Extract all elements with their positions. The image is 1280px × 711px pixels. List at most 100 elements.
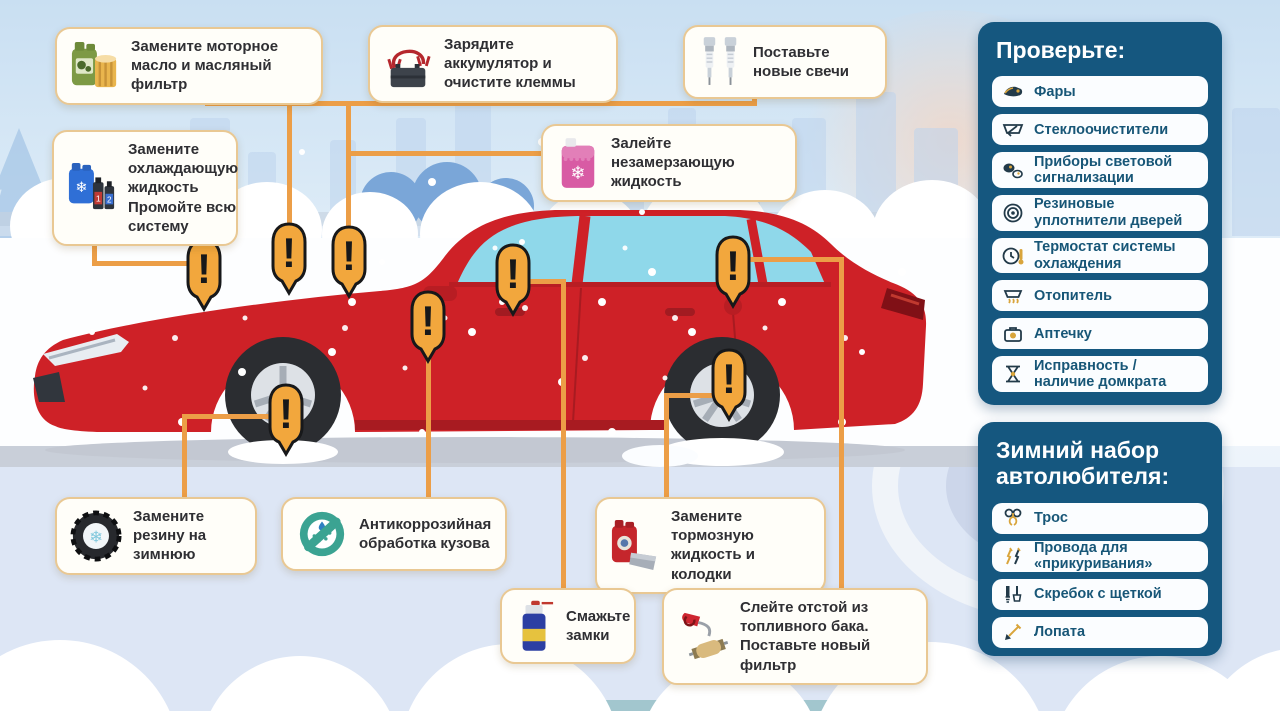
wiper-icon	[1001, 118, 1025, 142]
exclamation-icon: !	[342, 232, 356, 279]
callout-text: Антикоррозийная обработка кузова	[359, 515, 492, 552]
callout-text: Зарядите аккумулятор и очистите клеммы	[444, 36, 576, 92]
door-seam	[572, 287, 582, 423]
callout-anticorrosion: Антикоррозийная обработка кузова	[281, 497, 507, 571]
kit-item-label: Трос	[1034, 510, 1068, 527]
connector-line	[520, 279, 566, 284]
warning-pin: !	[329, 225, 369, 299]
callout-locks: Смажьте замки	[500, 588, 636, 664]
warning-pin: !	[266, 383, 306, 457]
svg-text:❄: ❄	[89, 528, 103, 547]
heater-icon	[1001, 284, 1025, 308]
connector-line	[346, 101, 351, 235]
callout-text: Замените моторное масло и масляный фильт…	[131, 38, 279, 94]
brake-fluid-icon	[610, 517, 660, 573]
kit-item-scraper-brush: Скребок с щеткой	[992, 578, 1208, 610]
connector-line	[426, 350, 431, 500]
exclamation-icon: !	[421, 297, 435, 344]
warning-pin: !	[713, 235, 753, 309]
callout-fuel-system: Слейте отстой из топливного бака. Постав…	[662, 588, 928, 685]
connector-line	[664, 393, 718, 398]
thermostat-icon	[1001, 244, 1025, 268]
spark-plugs-icon	[698, 35, 742, 89]
check-panel-title: Проверьте:	[996, 37, 1126, 63]
callout-text: Смажьте замки	[566, 607, 631, 644]
kit-item-label: Лопата	[1034, 624, 1086, 641]
callout-spark-plugs: Поставьте новые свечи	[683, 25, 887, 99]
door-handle	[665, 308, 695, 316]
check-panel: Проверьте: Фары Стеклоочистители Приборы…	[978, 22, 1222, 405]
check-item-first-aid: Аптечку	[992, 318, 1208, 350]
callout-text: Замените тормозную жидкость и колодки	[671, 508, 755, 583]
snow-pile	[228, 440, 338, 464]
tow-rope-icon	[1001, 506, 1025, 530]
callout-brakes: Замените тормозную жидкость и колодки	[595, 497, 826, 594]
check-item-label: Резиновые уплотнители дверей	[1034, 196, 1183, 229]
check-item-wipers: Стеклоочистители	[992, 114, 1208, 146]
anticorrosion-icon	[296, 507, 348, 561]
callout-battery: Зарядите аккумулятор и очистите клеммы	[368, 25, 618, 103]
kit-item-label: Провода для «прикуривания»	[1034, 539, 1153, 573]
callout-text: Поставьте новые свечи	[753, 43, 850, 80]
svg-text:❄: ❄	[570, 163, 585, 184]
winter-tire-icon: ❄	[70, 509, 122, 563]
first-aid-kit-icon	[1001, 322, 1025, 346]
check-item-jack: Исправность / наличие домкрата	[992, 356, 1208, 392]
kit-item-tow-rope: Трос	[992, 502, 1208, 534]
check-item-label: Приборы световой сигнализации	[1034, 153, 1173, 187]
exclamation-icon: !	[282, 229, 296, 276]
connector-line	[182, 414, 274, 419]
kit-item-shovel: Лопата	[992, 616, 1208, 648]
check-item-label: Стеклоочистители	[1034, 121, 1169, 138]
svg-text:2: 2	[107, 195, 112, 204]
check-item-heater: Отопитель	[992, 280, 1208, 312]
connector-line	[92, 261, 206, 266]
grille	[33, 372, 65, 402]
warning-pin: !	[269, 222, 309, 296]
callout-engine-oil: Замените моторное масло и масляный фильт…	[55, 27, 323, 105]
check-item-thermostat: Термостат системы охлаждения	[992, 237, 1208, 274]
door-seal-icon	[1001, 201, 1025, 225]
connector-line	[744, 257, 844, 262]
connector-line	[664, 393, 669, 500]
callout-washer-fluid: ❄ Залейте незамерзающую жидкость	[541, 124, 797, 202]
connector-line	[182, 414, 187, 500]
callout-winter-tires: ❄ Замените резину на зимнюю	[55, 497, 257, 575]
warning-pin: !	[408, 290, 448, 364]
signal-lights-icon	[1001, 158, 1025, 182]
check-item-label: Фары	[1034, 83, 1076, 100]
connector-line	[348, 151, 541, 156]
exclamation-icon: !	[722, 355, 736, 402]
check-item-signal-lights: Приборы световой сигнализации	[992, 152, 1208, 189]
connector-line	[287, 101, 292, 231]
battery-icon	[383, 37, 433, 91]
check-item-headlights: Фары	[992, 76, 1208, 108]
scraper-brush-icon	[1001, 582, 1025, 606]
c-pillar	[746, 218, 768, 285]
jumper-cables-icon	[1001, 544, 1025, 568]
callout-text: Замените резину на зимнюю	[133, 508, 207, 564]
callout-text: Слейте отстой из топливного бака. Постав…	[740, 599, 871, 674]
connector-line	[205, 101, 757, 106]
oil-canister-icon	[70, 39, 120, 93]
check-item-label: Аптечку	[1034, 325, 1092, 342]
callout-text: Замените охлаждающую жидкость Промойте в…	[128, 141, 239, 235]
falling-snow	[0, 0, 4, 4]
exclamation-icon: !	[197, 245, 211, 292]
fuel-filter-icon	[677, 607, 729, 665]
svg-text:❄: ❄	[75, 180, 87, 196]
winter-kit-title: Зимний набор автолюбителя:	[996, 437, 1170, 490]
rocker-panel	[355, 420, 665, 430]
door-handle	[495, 308, 525, 316]
exclamation-icon: !	[279, 390, 293, 437]
winter-kit-panel: Зимний набор автолюбителя: Трос Провода …	[978, 422, 1222, 656]
jack-icon	[1001, 362, 1025, 386]
check-item-label: Термостат системы охлаждения	[1034, 238, 1176, 272]
b-pillar	[571, 215, 591, 285]
check-item-door-seals: Резиновые уплотнители дверей	[992, 195, 1208, 231]
exclamation-icon: !	[726, 242, 740, 289]
check-item-label: Исправность / наличие домкрата	[1034, 357, 1167, 391]
